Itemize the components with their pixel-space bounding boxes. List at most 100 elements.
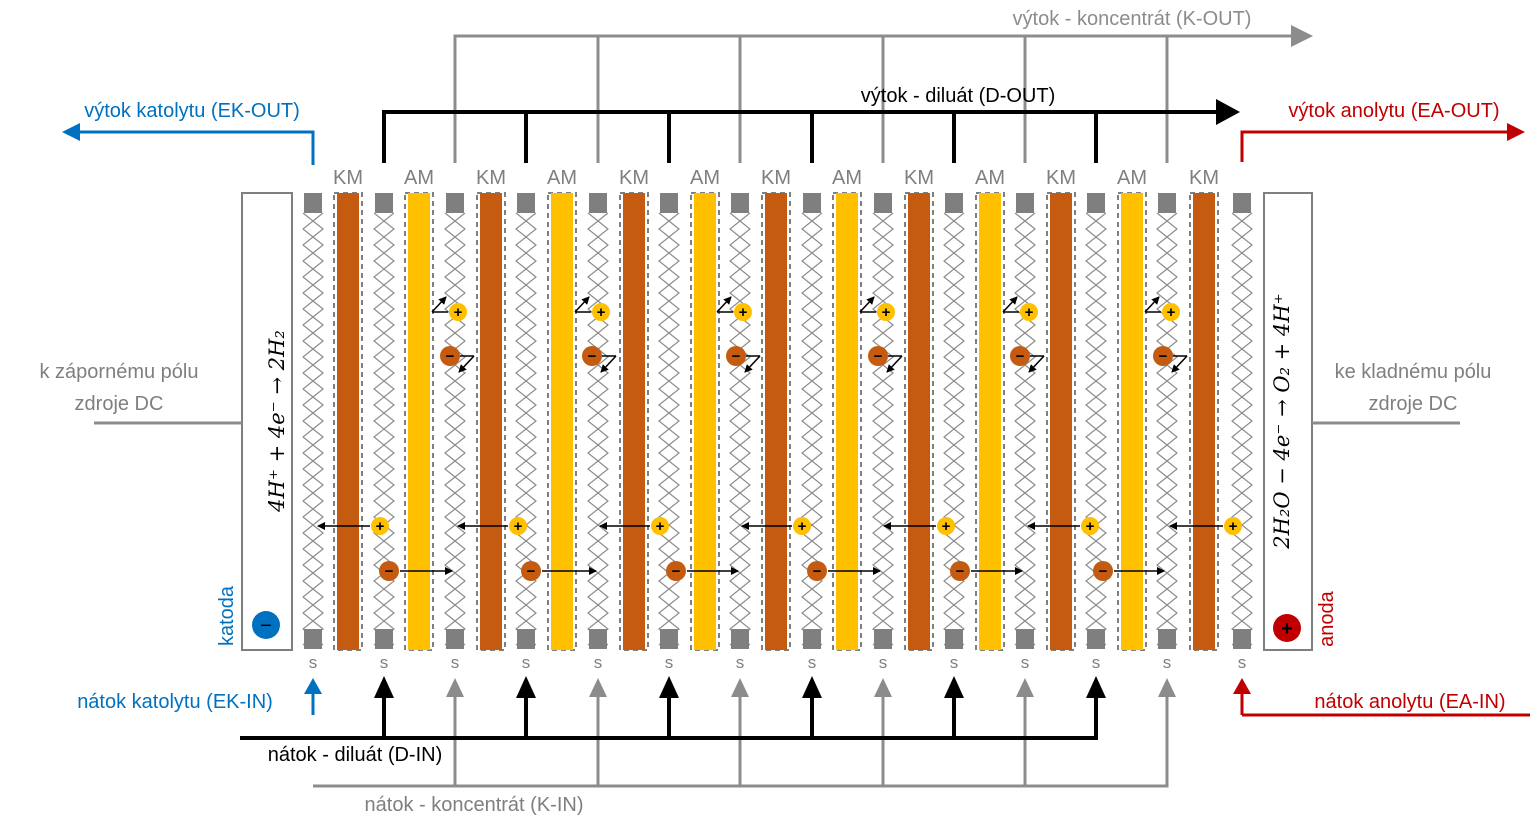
am-label: AM — [832, 167, 862, 189]
cation-plus-icon: + — [1020, 303, 1038, 321]
manifold-layer — [240, 25, 1313, 788]
cathode-label: katoda — [216, 585, 238, 646]
k-out-manifold — [453, 34, 1305, 163]
km-label: KM — [1046, 167, 1076, 189]
spacer-block — [874, 193, 892, 213]
cation-plus-icon: + — [877, 303, 895, 321]
anion-minus-icon: − — [379, 561, 399, 581]
spacer-mesh — [1156, 212, 1178, 646]
svg-text:−: − — [956, 563, 965, 580]
km-label: KM — [904, 167, 934, 189]
anion-minus-icon: − — [521, 561, 541, 581]
cation-reflect-arrow — [716, 296, 732, 313]
spacer-block — [304, 193, 322, 213]
anion-minus-icon: − — [1010, 346, 1030, 366]
svg-text:−: − — [446, 348, 455, 365]
anion-membrane — [836, 193, 858, 650]
spacer-block — [517, 193, 535, 213]
am-label: AM — [975, 167, 1005, 189]
anion-minus-icon: − — [582, 346, 602, 366]
catholyte-outlet-arrowhead — [62, 123, 80, 141]
spacer-block — [1016, 629, 1034, 649]
am-label: AM — [547, 167, 577, 189]
anion-minus-icon: − — [807, 561, 827, 581]
anode-label: anoda — [1316, 590, 1338, 646]
cation-plus-icon: + — [509, 517, 527, 535]
anion-reflect-arrow — [1028, 355, 1045, 373]
k-in-arrowhead — [1016, 678, 1034, 697]
cation-plus-icon: + — [734, 303, 752, 321]
am-label: AM — [1117, 167, 1147, 189]
spacer-mesh — [872, 212, 894, 646]
spacer-block — [1087, 193, 1105, 213]
cathode-reaction: 4H⁺ + 4e⁻ → 2H₂ — [265, 330, 289, 513]
svg-text:+: + — [1167, 304, 1176, 321]
svg-text:+: + — [942, 518, 951, 535]
svg-text:+: + — [656, 518, 665, 535]
k-in-arrowhead — [1158, 678, 1176, 697]
plus-circle-icon: + — [1273, 614, 1301, 642]
minus-circle-icon: − — [252, 611, 280, 639]
anolyte-inlet-arrowhead — [1233, 678, 1251, 694]
anolyte-outlet-arrowhead — [1507, 123, 1525, 141]
membrane-layer — [333, 192, 1219, 651]
negative-pole-line2: zdroje DC — [75, 393, 164, 415]
spacer-mesh — [587, 212, 609, 646]
svg-text:+: + — [1281, 618, 1293, 640]
svg-text:−: − — [385, 563, 394, 580]
negative-pole-line1: k zápornému pólu — [40, 361, 199, 383]
svg-text:−: − — [1159, 348, 1168, 365]
spacer-label: s — [451, 653, 460, 672]
d-in-arrowhead — [374, 676, 394, 698]
d-out-manifold — [382, 110, 1225, 163]
spacer-mesh — [729, 212, 751, 646]
spacer-block — [660, 629, 678, 649]
spacer-block — [1233, 629, 1251, 649]
k-out-label: výtok - koncentrát (K-OUT) — [1013, 8, 1252, 30]
ea-out-label: výtok anolytu (EA-OUT) — [1288, 100, 1499, 122]
spacer-block — [945, 193, 963, 213]
anion-membrane — [1121, 193, 1143, 650]
km-label: KM — [1189, 167, 1219, 189]
cation-membrane — [623, 193, 645, 650]
d-in-arrowhead — [1086, 676, 1106, 698]
svg-text:+: + — [514, 518, 523, 535]
d-in-arrowhead — [944, 676, 964, 698]
anolyte-outlet-line — [1240, 130, 1515, 162]
cation-membrane — [765, 193, 787, 650]
svg-text:+: + — [798, 518, 807, 535]
spacer-label: s — [594, 653, 603, 672]
spacer-block — [803, 629, 821, 649]
spacer-block — [731, 629, 749, 649]
ek-in-label: nátok katolytu (EK-IN) — [77, 691, 273, 713]
d-in-arrowhead — [659, 676, 679, 698]
anion-membrane — [408, 193, 430, 650]
spacer-label: s — [1238, 653, 1247, 672]
spacer-label: s — [309, 653, 318, 672]
anion-minus-icon: − — [1153, 346, 1173, 366]
cation-reflect-arrow — [574, 296, 590, 313]
anion-minus-icon: − — [666, 561, 686, 581]
svg-text:+: + — [376, 518, 385, 535]
cation-plus-icon: + — [371, 517, 389, 535]
spacer-block — [1158, 193, 1176, 213]
k-in-label: nátok - koncentrát (K-IN) — [365, 794, 584, 816]
catholyte-outlet-line — [72, 130, 315, 165]
spacer-label: s — [665, 653, 674, 672]
positive-pole-line1: ke kladnému pólu — [1335, 361, 1492, 383]
k-in-arrowhead — [589, 678, 607, 697]
am-label: AM — [404, 167, 434, 189]
cation-plus-icon: + — [1081, 517, 1099, 535]
k-in-arrowhead — [874, 678, 892, 697]
cation-reflect-arrow — [1144, 296, 1160, 313]
spacer-label: s — [808, 653, 817, 672]
anion-membrane — [979, 193, 1001, 650]
spacer-block — [446, 193, 464, 213]
svg-text:+: + — [1025, 304, 1034, 321]
spacer-label: s — [522, 653, 531, 672]
svg-text:−: − — [874, 348, 883, 365]
spacer-mesh — [302, 212, 324, 646]
spacer-block — [375, 193, 393, 213]
